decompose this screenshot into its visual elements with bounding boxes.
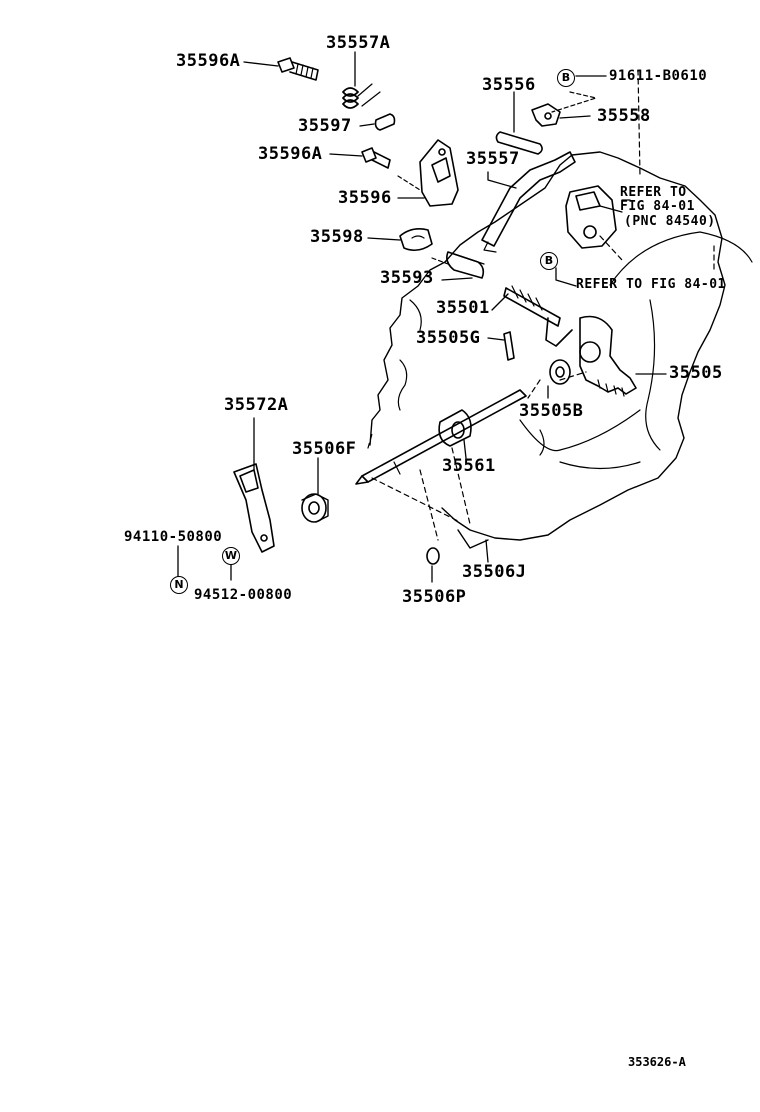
lever-35557: [481, 151, 576, 253]
pin-35505G: [503, 331, 515, 361]
label-35597: 35597: [298, 116, 352, 136]
marker-n-nut: N: [170, 576, 188, 594]
washer-35506P: [426, 547, 440, 565]
transmission-housing: [369, 151, 753, 549]
rod-35501: [503, 285, 573, 347]
pin-35556: [495, 131, 543, 155]
label-35556: 35556: [482, 75, 536, 95]
label-94512-00800: 94512-00800: [194, 587, 293, 603]
label-35501: 35501: [436, 298, 490, 318]
marker-b-ref: B: [540, 252, 558, 270]
oil-seal-35506F: [301, 493, 329, 523]
ref-note-1-line2: FIG 84-01: [620, 199, 695, 214]
label-35557A: 35557A: [326, 33, 391, 53]
label-35558: 35558: [597, 106, 651, 126]
ref-note-1-line3: (PNC 84540): [624, 214, 716, 229]
label-35506F: 35506F: [292, 439, 357, 459]
marker-b-bolt: B: [557, 69, 575, 87]
ref-note-2: REFER TO FIG 84-01: [576, 277, 726, 292]
label-35596: 35596: [338, 188, 392, 208]
shaft-35561: [355, 389, 527, 485]
ref-note-1-line1: REFER TO: [620, 185, 687, 200]
bracket-35596: [397, 139, 459, 207]
spring-35557A: [342, 83, 381, 109]
label-91611-B0610: 91611-B0610: [609, 68, 708, 84]
marker-w-washer: W: [222, 547, 240, 565]
label-35593: 35593: [380, 268, 434, 288]
bushing-35505B: [549, 359, 571, 385]
leader-lines: [177, 51, 667, 583]
detent-plate-35505: [579, 315, 637, 397]
label-94110-50800: 94110-50800: [124, 529, 223, 545]
clip-35558: [531, 103, 561, 127]
label-35506J: 35506J: [462, 562, 527, 582]
bolt-35596A-mid: [361, 147, 391, 169]
label-35572A: 35572A: [224, 395, 289, 415]
roller-35593: [431, 251, 485, 279]
pin-35597: [374, 113, 396, 131]
label-35506P: 35506P: [402, 587, 467, 607]
diagram-code: 353626-A: [628, 1055, 686, 1069]
label-35598: 35598: [310, 227, 364, 247]
label-35596A-mid: 35596A: [258, 144, 323, 164]
leader-b-dashed: [551, 91, 597, 113]
lever-35572A: [233, 463, 275, 553]
cap-35598: [399, 228, 433, 252]
label-35505B: 35505B: [519, 401, 584, 421]
label-35557: 35557: [466, 149, 520, 169]
neutral-switch: [565, 185, 623, 249]
label-35561: 35561: [442, 456, 496, 476]
label-35505G: 35505G: [416, 328, 481, 348]
label-35505: 35505: [669, 363, 723, 383]
assembly-dashed-lines: [367, 69, 715, 541]
bolt-35596A-top: [277, 57, 319, 81]
label-35596A-top: 35596A: [176, 51, 241, 71]
